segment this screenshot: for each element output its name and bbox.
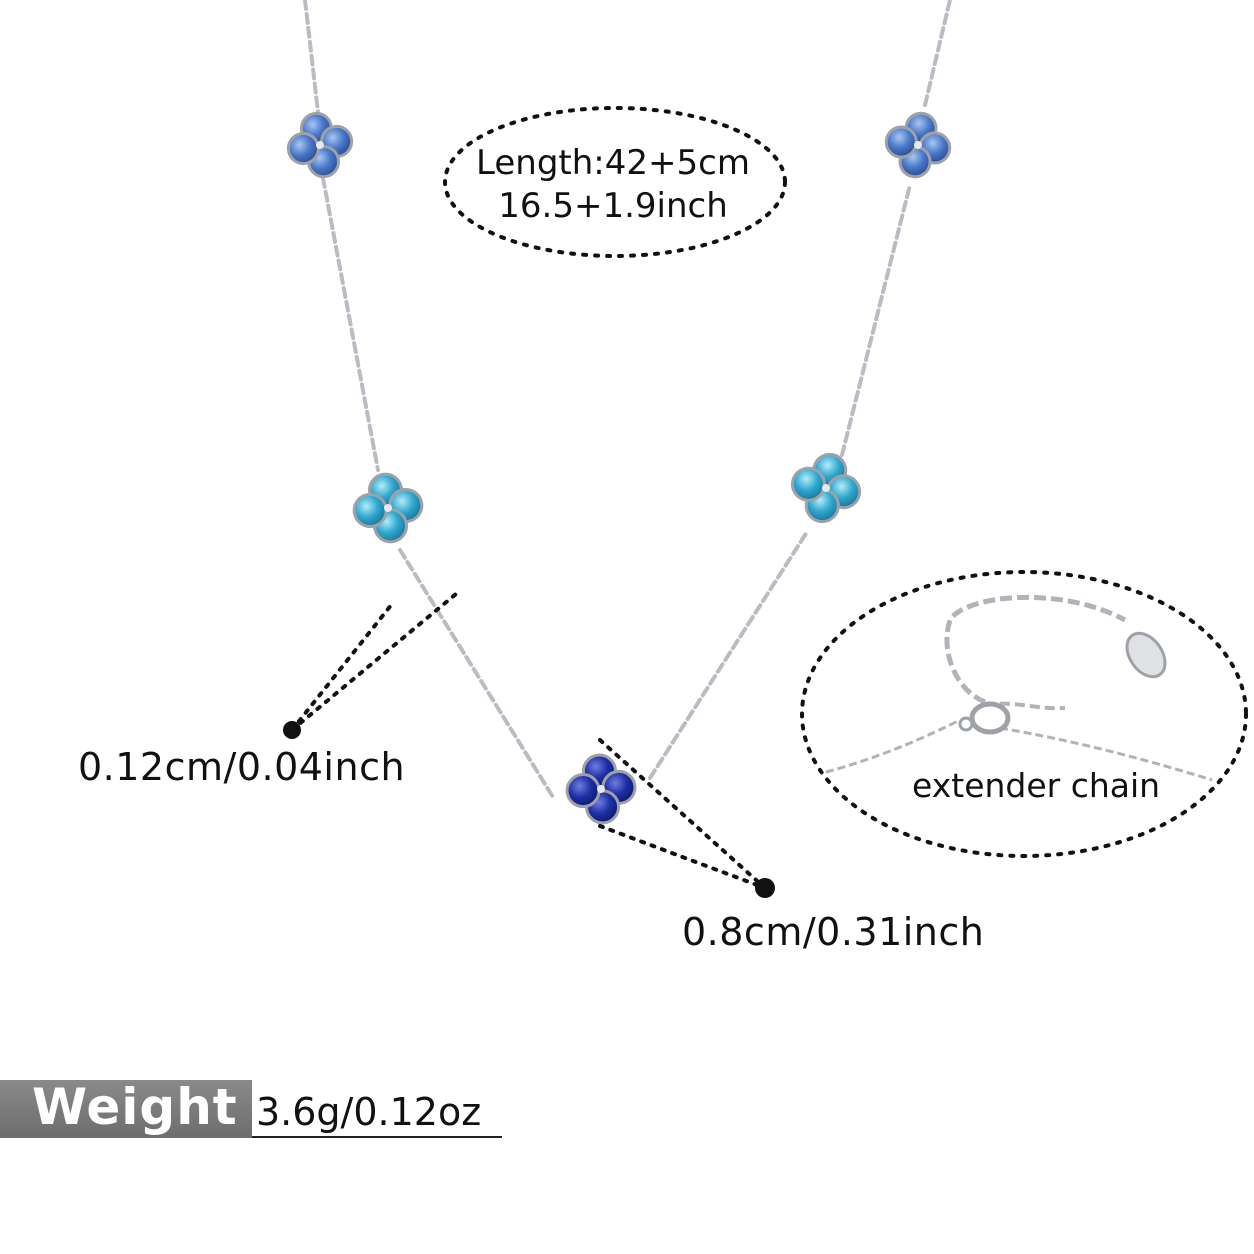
clover-charm-icon — [565, 753, 637, 825]
extender-chain-label: extender chain — [912, 766, 1161, 805]
chain — [303, 0, 952, 799]
tag-charm-icon — [1125, 631, 1167, 679]
clover-charm-icon — [884, 111, 952, 179]
extender-chain — [825, 594, 1213, 782]
charm-size-text: 0.8cm/0.31inch — [682, 910, 985, 954]
extender-callout — [800, 570, 1248, 858]
thickness-dot — [283, 721, 301, 739]
weight-value: 3.6g/0.12oz — [256, 1090, 482, 1134]
chain-thickness-text: 0.12cm/0.04inch — [78, 745, 406, 789]
length-inch-text: 16.5+1.9inch — [498, 186, 728, 226]
weight-label-box — [0, 1080, 252, 1138]
lobster-clasp-icon — [958, 701, 1011, 735]
charm-size-pointer — [598, 738, 767, 890]
weight-label: Weight — [32, 1078, 238, 1136]
weight-underline — [252, 1136, 502, 1138]
clover-charm-icon — [352, 472, 424, 544]
charm-size-dot — [755, 878, 775, 898]
clover-charm-icon — [790, 452, 862, 524]
thickness-pointer — [290, 592, 458, 732]
length-cm-text: Length:42+5cm — [476, 143, 750, 183]
clover-charm-icon — [286, 111, 354, 179]
length-callout — [443, 106, 787, 258]
